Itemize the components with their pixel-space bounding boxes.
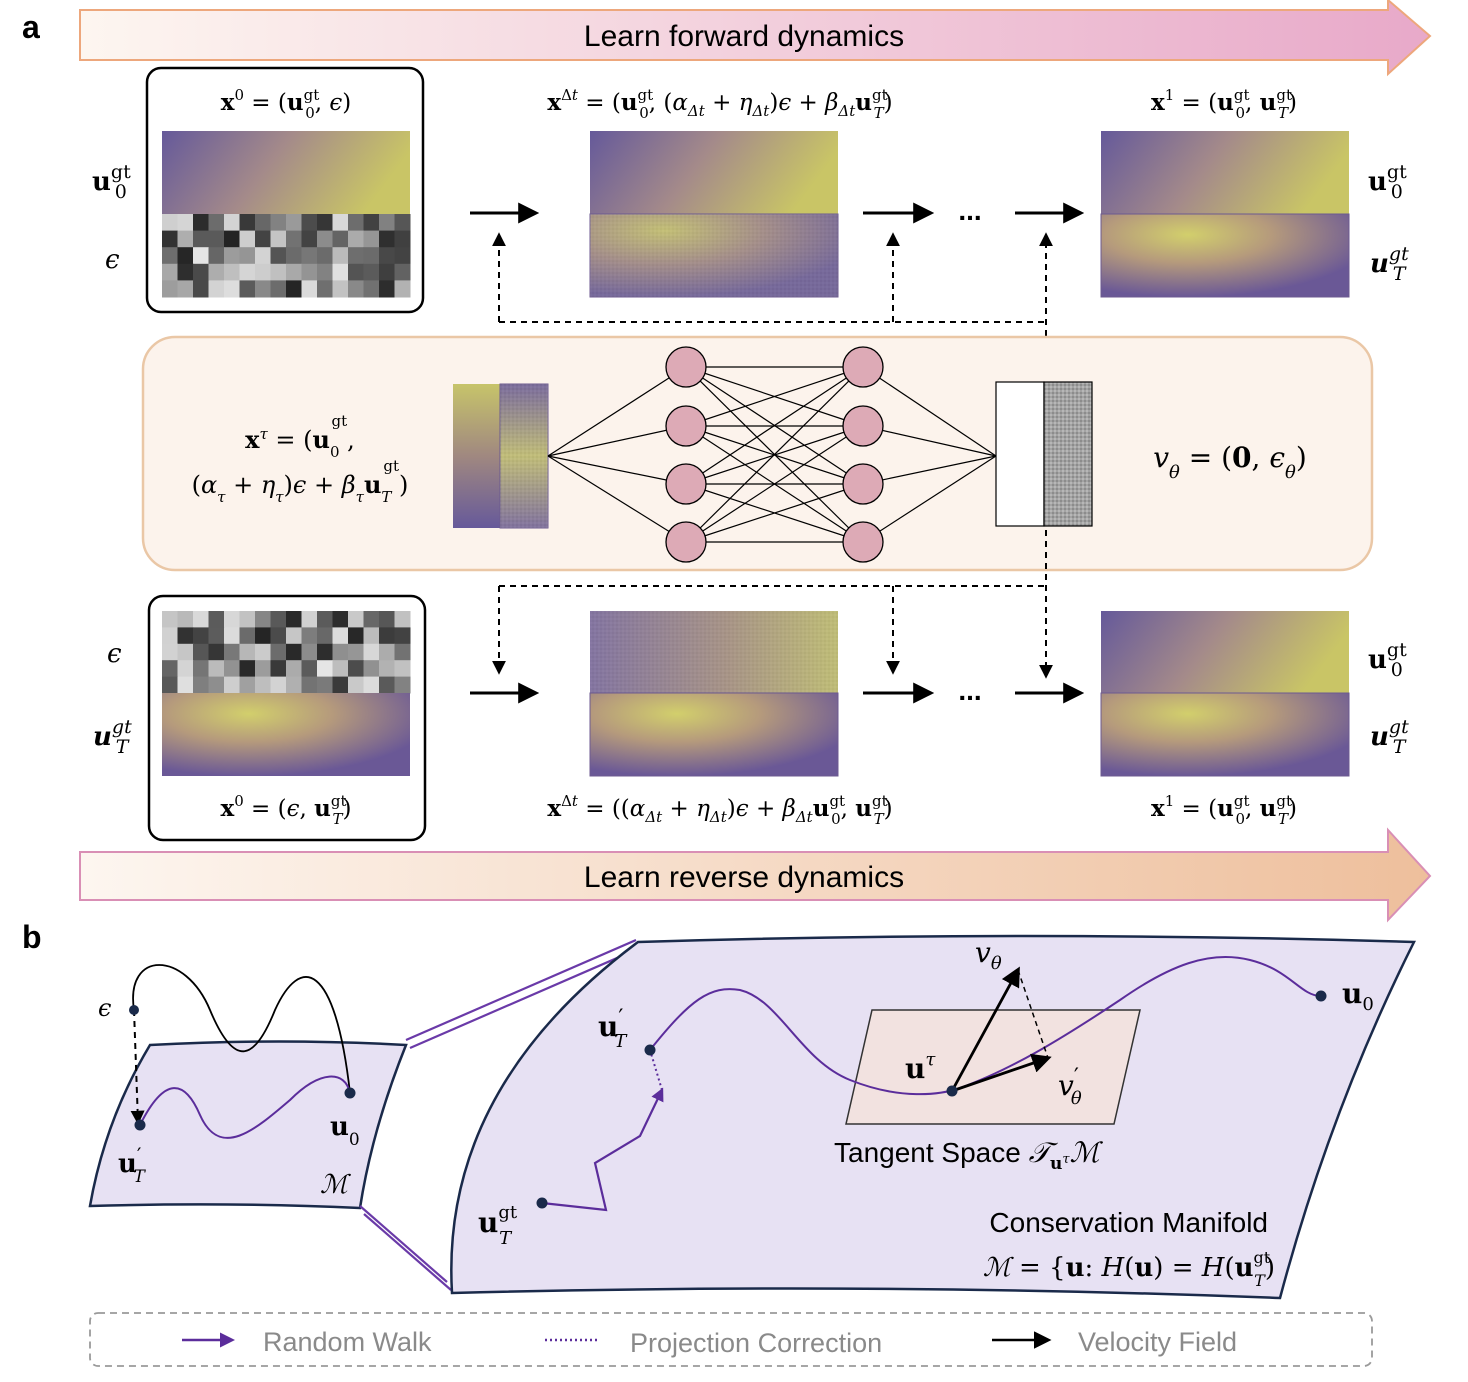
- network-node: [842, 405, 884, 447]
- forward-banner: Learn forward dynamics: [79, 0, 1432, 77]
- network-input-line-2: (ατ + ητ)ϵ + βτuTgt): [192, 457, 409, 506]
- network-nodes: [665, 346, 884, 563]
- small-manifold-path: [139, 1075, 351, 1139]
- network-node: [842, 346, 884, 388]
- velocity-field-arrow: [950, 966, 1020, 1092]
- zoom-lines: [359, 938, 641, 1291]
- random-walk-path: [541, 1087, 664, 1212]
- forward-banner-text: Learn forward dynamics: [584, 20, 904, 53]
- network-node: [665, 521, 707, 563]
- network-output-label: vθ = (0, ϵθ): [1153, 441, 1307, 483]
- panel-a-label: a: [22, 9, 40, 45]
- reverse-noise-field: [162, 611, 411, 694]
- network-node: [665, 346, 707, 388]
- network-node: [665, 463, 707, 505]
- forward-ellipsis: ...: [958, 195, 981, 226]
- projection-correction-path: [649, 1049, 663, 1091]
- reverse-final-top-field: [1101, 611, 1349, 693]
- projected-velocity-arrow: [951, 1053, 1052, 1093]
- reverse-uT-field: [162, 693, 410, 776]
- panel-b-label: b: [22, 919, 42, 955]
- small-projection-arrow: [130, 1009, 145, 1125]
- forward-noise-field: [162, 214, 411, 298]
- network-node: [842, 463, 884, 505]
- reverse-mid-bottom-field: [589, 692, 839, 777]
- legend-velocity-label: Velocity Field: [1078, 1327, 1237, 1357]
- small-manifold-label: ℳ: [320, 1170, 351, 1200]
- reverse-initial-box: [147, 594, 427, 842]
- tangent-space-plane: [845, 1009, 1141, 1125]
- legend: Random Walk Projection Correction Veloci…: [89, 1312, 1373, 1367]
- reverse-row-label-top: ϵ: [107, 639, 122, 669]
- tangent-space-label: Tangent Space 𝒯uτℳ: [834, 1136, 1104, 1174]
- legend-random-walk-label: Random Walk: [263, 1327, 432, 1357]
- small-noise-path: [132, 964, 351, 1094]
- forward-row-label-bottom: ϵ: [105, 245, 120, 275]
- small-manifold: ϵ u0 u′T ℳ: [88, 964, 408, 1210]
- small-eps-label: ϵ: [98, 994, 111, 1022]
- forward-final-bottom-field: [1100, 213, 1350, 298]
- network-input-line-1: xτ = (u0gt,: [245, 412, 355, 461]
- forward-mid-top-field: [590, 131, 838, 214]
- forward-initial-box: [145, 66, 425, 314]
- forward-final-top-field: [1101, 131, 1349, 214]
- network-output-noise: [1043, 381, 1093, 527]
- forward-u0-field: [162, 131, 410, 214]
- reverse-ellipsis: ...: [958, 675, 981, 706]
- projection-dashed: [1017, 969, 1049, 1059]
- manifold-title: Conservation Manifold: [989, 1207, 1268, 1238]
- network-panel: xτ = (u0gt, (ατ + ητ)ϵ + βτuTgt) vθ = (0…: [141, 335, 1374, 572]
- network-node: [665, 405, 707, 447]
- reverse-banner: Learn reverse dynamics: [79, 827, 1432, 923]
- legend-projection-label: Projection Correction: [630, 1328, 882, 1358]
- reverse-final-bottom-field: [1100, 692, 1350, 777]
- v-theta-prime-label: v′θ: [1058, 1065, 1082, 1109]
- network-edges: [547, 366, 997, 543]
- large-uT-prime-label: u′T: [598, 1006, 628, 1052]
- network-input-field-1: [453, 384, 500, 528]
- network-node: [842, 521, 884, 563]
- reverse-banner-text: Learn reverse dynamics: [584, 861, 904, 894]
- network-output-zero: [995, 381, 1045, 527]
